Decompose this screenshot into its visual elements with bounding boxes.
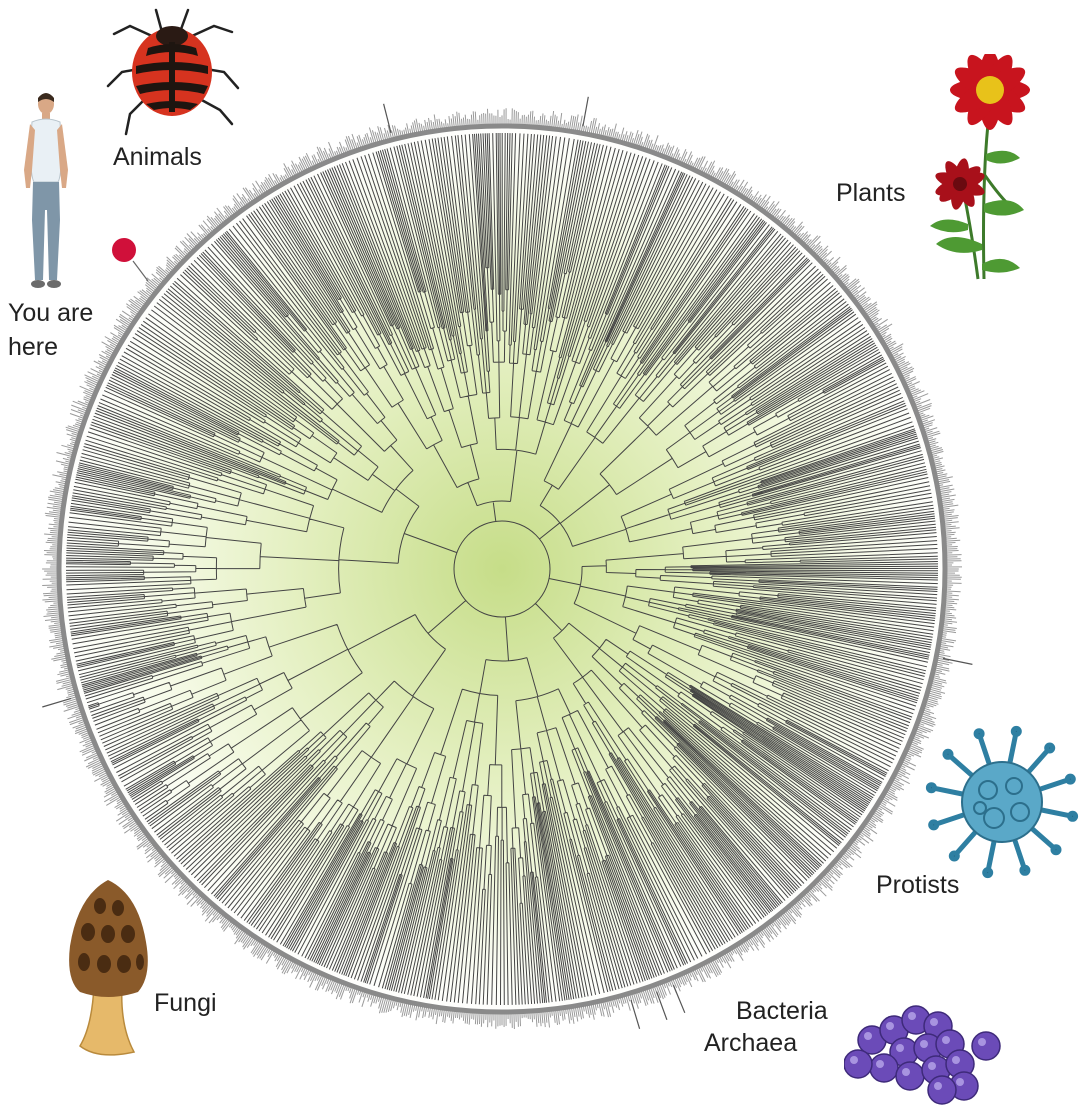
virus-particle-icon xyxy=(924,724,1079,884)
fungi-label: Fungi xyxy=(154,988,217,1018)
woman-figure-icon xyxy=(16,90,76,290)
plants-label: Plants xyxy=(836,178,905,208)
you-are-here-pointer xyxy=(133,261,148,281)
protists-label: Protists xyxy=(876,870,959,900)
flower-icon xyxy=(912,54,1037,284)
animals-label: Animals xyxy=(113,142,202,172)
you-are-here-marker xyxy=(112,238,136,262)
you-are-here-label-line1: You are xyxy=(8,298,93,328)
you-are-here-label-line2: here xyxy=(8,332,58,362)
shield-bug-icon xyxy=(100,6,245,141)
bacteria-label: Bacteria xyxy=(736,996,828,1026)
morel-mushroom-icon xyxy=(58,876,158,1062)
archaea-label: Archaea xyxy=(704,1028,797,1058)
bacteria-cluster-icon xyxy=(844,990,1004,1110)
